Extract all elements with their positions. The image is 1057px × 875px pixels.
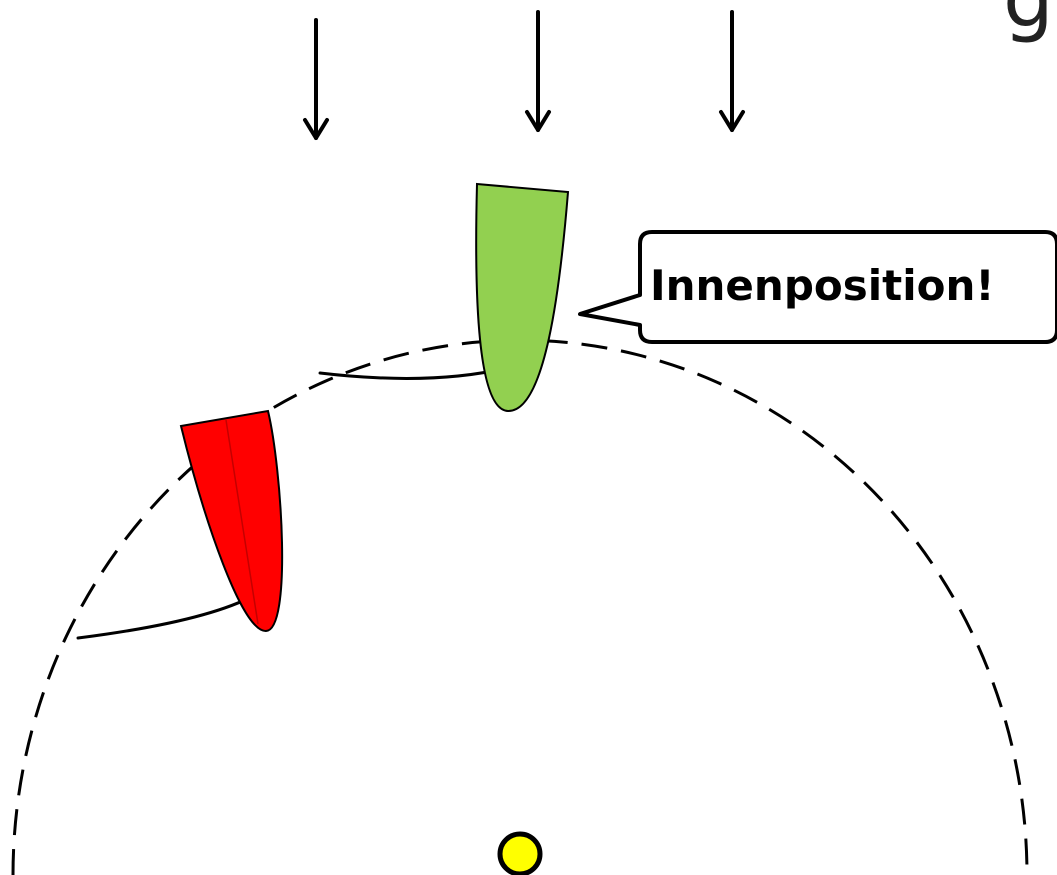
arrow-right — [719, 10, 745, 132]
callout-bubble — [578, 230, 1057, 344]
mark-zone-circle — [11, 338, 1029, 875]
outer-boat-wake — [76, 593, 257, 640]
arrow-left — [303, 18, 329, 140]
outer-boat-centerline — [225, 419, 259, 625]
inner-boat — [475, 182, 570, 413]
outer-boat — [179, 409, 284, 633]
mark-buoy — [497, 831, 543, 875]
callout-text: Innenposition! — [650, 261, 995, 310]
arrow-middle — [525, 10, 551, 132]
cut-off-heading-glyph: g — [1003, 0, 1054, 45]
